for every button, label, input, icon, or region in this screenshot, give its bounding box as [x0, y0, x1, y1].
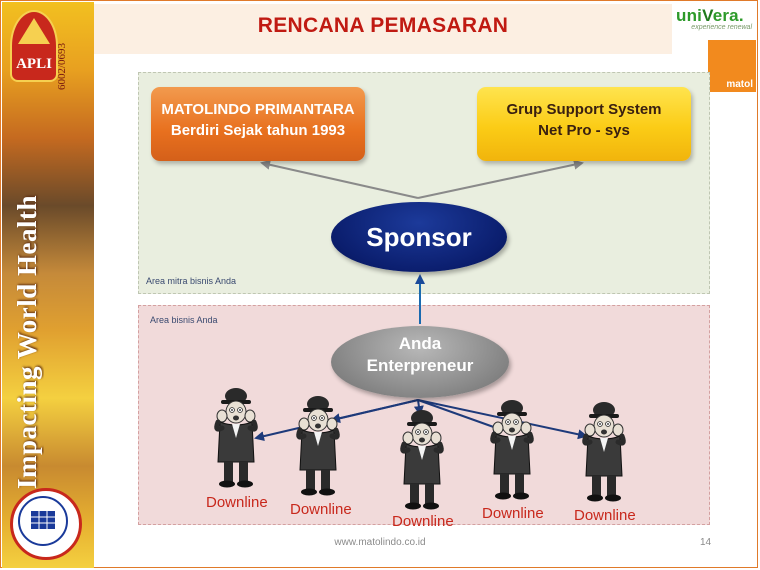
- downline-figure-5: [576, 402, 632, 509]
- support-box-line2: Net Pro - sys: [538, 122, 630, 139]
- univera-logo-pre: uni: [676, 6, 703, 25]
- univera-logo: uniVera. experience renewal: [676, 6, 756, 31]
- anda-entrepreneur-node: Anda Enterpreneur: [331, 326, 509, 398]
- page-number: 14: [700, 537, 712, 548]
- support-box-line1: Grup Support System: [506, 101, 662, 118]
- matolindo-box: MATOLINDO PRIMANTARA Berdiri Sejak tahun…: [151, 87, 365, 161]
- partner-area-label: Area mitra bisnis Anda: [146, 276, 237, 286]
- downline-figure-1: [208, 388, 264, 495]
- anda-line2: Enterpreneur: [366, 356, 474, 375]
- arrow-sponsor-to-support: [417, 159, 584, 199]
- downline-label-5: Downline: [574, 507, 636, 524]
- apli-logo-text: APLI: [16, 56, 52, 72]
- certification-seal: [10, 488, 82, 560]
- arrow-to-downline-5: [417, 399, 588, 440]
- univera-v-mark: V: [702, 6, 713, 25]
- header-band: [94, 4, 672, 54]
- downline-figure-4: [484, 400, 540, 507]
- anda-line1: Anda: [398, 334, 442, 353]
- support-system-box: Grup Support System Net Pro - sys: [477, 87, 691, 161]
- sponsor-node: Sponsor: [331, 202, 507, 272]
- matolindo-box-line2: Berdiri Sejak tahun 1993: [170, 122, 346, 139]
- matol-logo: matol: [708, 40, 756, 92]
- univera-logo-post: era.: [712, 6, 744, 25]
- arrow-to-downline-2: [330, 399, 419, 424]
- footer-url: www.matolindo.co.id: [334, 537, 426, 548]
- downline-label-1: Downline: [206, 494, 268, 511]
- downline-figure-3: [394, 410, 450, 517]
- page-title: RENCANA PEMASARAN: [257, 14, 509, 37]
- downline-label-2: Downline: [290, 501, 352, 518]
- arrow-sponsor-to-matolindo: [260, 159, 419, 199]
- univera-tagline: experience renewal: [691, 24, 752, 31]
- downline-label-3: Downline: [392, 513, 454, 530]
- apli-logo: APLI: [10, 10, 58, 82]
- business-area-label: Area bisnis Anda: [150, 315, 218, 325]
- matolindo-box-line1: MATOLINDO PRIMANTARA: [161, 101, 355, 118]
- downline-figure-2: [290, 396, 346, 503]
- arrow-to-downline-4: [417, 399, 504, 433]
- downline-label-4: Downline: [482, 505, 544, 522]
- left-decorative-strip: APLI 6002/0693 Impacting World Health: [2, 2, 94, 568]
- matol-logo-text: matol: [726, 79, 753, 90]
